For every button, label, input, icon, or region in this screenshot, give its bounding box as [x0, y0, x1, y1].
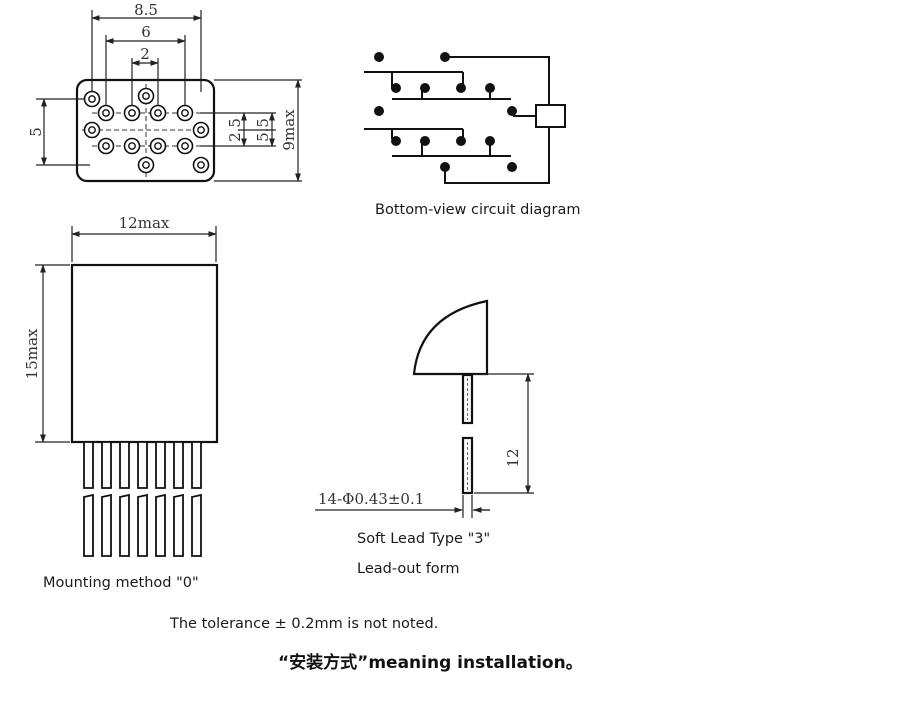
dim-lead-length: 12: [504, 448, 522, 467]
pin: [137, 87, 155, 105]
lead-pin-segment: [137, 493, 148, 557]
pin: [83, 90, 101, 108]
caption-mounting-method: Mounting method "0": [43, 575, 199, 591]
pin: [192, 121, 210, 139]
lead-pin-segment: [83, 493, 94, 557]
pin: [137, 156, 155, 174]
dim-pin-pitch: 2: [140, 45, 150, 63]
tolerance-note: The tolerance ± 0.2mm is not noted.: [170, 616, 439, 632]
pin: [192, 156, 210, 174]
caption-circuit-diagram: Bottom-view circuit diagram: [375, 202, 581, 218]
lead-pin-segment: [119, 441, 130, 489]
caption-soft-lead-type: Soft Lead Type "3": [357, 531, 491, 547]
circuit-terminals: [374, 52, 517, 172]
dim-top-width: 8.5: [134, 1, 158, 19]
pin: [149, 137, 167, 155]
dim-body-height: 15max: [23, 328, 41, 379]
pin: [123, 137, 141, 155]
circuit-diagram: [364, 52, 566, 184]
lead-lower: [461, 436, 474, 495]
lead-pin-segment: [83, 441, 94, 489]
dim-inner-width: 6: [141, 23, 151, 41]
lead-pin-segment: [155, 493, 166, 557]
soft-lead-profile: 12 14-Φ0.43±0.1: [315, 299, 534, 518]
pin: [97, 137, 115, 155]
relay-body: [70, 263, 219, 444]
relay-outline-top: [75, 78, 216, 183]
pin: [176, 137, 194, 155]
dim-max-height-top: 9max: [280, 109, 298, 151]
pin: [149, 104, 167, 122]
pin-grid: [83, 87, 210, 174]
pin: [83, 121, 101, 139]
dim-body-width: 12max: [119, 214, 170, 232]
dim-left-height: 5: [27, 127, 45, 137]
pin: [176, 104, 194, 122]
pin: [97, 104, 115, 122]
lead-pin-segment: [155, 441, 166, 489]
caption-lead-out-form: Lead-out form: [357, 561, 460, 577]
relay-cap-profile: [412, 299, 489, 376]
lead-upper: [461, 373, 474, 425]
lead-pin-segment: [173, 493, 184, 557]
dim-lead-spec: 14-Φ0.43±0.1: [318, 490, 424, 508]
lead-pin-segment: [101, 441, 112, 489]
lead-pin-segment: [101, 493, 112, 557]
pin: [123, 104, 141, 122]
lead-pins: [83, 441, 202, 557]
lead-pin-segment: [119, 493, 130, 557]
dim-row-span: 5.5: [254, 118, 272, 142]
lead-pin-segment: [173, 441, 184, 489]
lead-pin-segment: [191, 493, 202, 557]
lead-pin-segment: [137, 441, 148, 489]
dim-row-pitch: 2.5: [226, 118, 244, 142]
side-view-mounting: 12max 15max: [23, 214, 219, 557]
meaning-note: “安装方式”meaning installation。: [278, 653, 583, 673]
top-view-pin-layout: 8.5 6 2 5 9max 5.5 2.5: [27, 1, 302, 183]
coil-symbol: [535, 104, 566, 128]
lead-pin-segment: [191, 441, 202, 489]
